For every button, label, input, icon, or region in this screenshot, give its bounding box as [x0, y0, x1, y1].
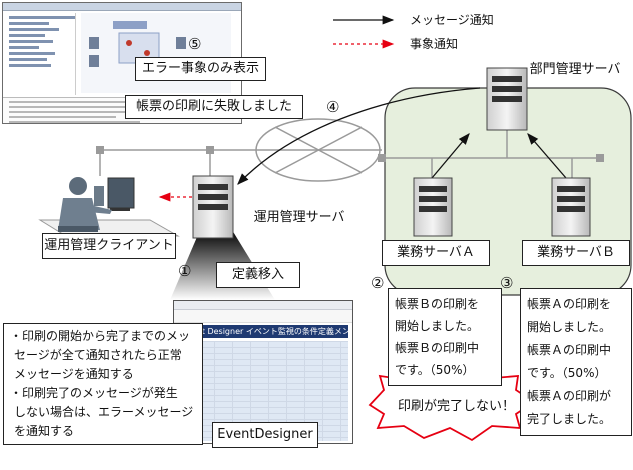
screenshot-titlebar — [3, 3, 241, 11]
step-4-number: ④ — [326, 98, 340, 116]
server-a-message-line: 帳票Ｂの印刷を — [395, 297, 480, 311]
event-designer-titlebar — [174, 301, 352, 310]
network-lines — [99, 130, 600, 178]
event-designer-header: Event Designer イベント監視の条件定義メンテナンス — [178, 325, 348, 338]
server-b-message-line: 帳票Ａの印刷中 — [527, 343, 612, 357]
client-label: 運用管理クライアント — [42, 233, 176, 259]
event-designer-window: Event Designer イベント監視の条件定義メンテナンス — [173, 300, 353, 444]
designer-note-line: メッセージを通知する — [14, 367, 134, 381]
arrow-a-to-dept — [431, 133, 470, 179]
event-designer-label-text: EventDesigner — [217, 427, 313, 442]
dept-server-label-text: 部門管理サーバ — [529, 62, 621, 77]
callout-print-failed: 帳票の印刷に失敗しました — [125, 95, 304, 119]
designer-note-line: ・印刷の開始から完了までのメッ — [10, 329, 191, 343]
callout-error-only-text: エラー事象のみ表示 — [142, 61, 260, 76]
server-b-message-line: 開始しました。 — [527, 320, 612, 334]
event-designer-ribbon — [174, 310, 352, 323]
callout-error-only: エラー事象のみ表示 — [135, 57, 267, 81]
event-designer-label: EventDesigner — [212, 422, 318, 448]
ops-server-label: 運用管理サーバ — [247, 206, 351, 230]
net-node — [378, 154, 386, 162]
net-node — [596, 154, 604, 162]
designer-note-line: しない場合は、エラーメッセージ — [14, 405, 194, 419]
server-a-message-line: です。（50%） — [395, 363, 475, 377]
server-a-label: 業務サーバＡ — [382, 240, 490, 266]
ops-server-label-text: 運用管理サーバ — [253, 210, 345, 225]
net-node — [96, 146, 104, 154]
definition-import-label-text: 定義移入 — [231, 267, 284, 282]
server-b-message-line: 完了しました。 — [527, 412, 612, 426]
server-b-messages: 帳票Ａの印刷を 開始しました。 帳票Ａの印刷中 です。（50%） 帳票Ａの印刷が… — [520, 288, 632, 436]
callout-print-failed-text: 帳票の印刷に失敗しました — [136, 99, 293, 114]
dept-server-label: 部門管理サーバ — [523, 58, 627, 82]
step-5-number: ⑤ — [188, 35, 202, 53]
server-b-label: 業務サーバＢ — [522, 240, 630, 266]
legend-event-text: 事象通知 — [410, 37, 459, 51]
server-ops-icon — [192, 175, 234, 239]
definition-import-label: 定義移入 — [216, 262, 300, 288]
event-designer-grid — [178, 341, 348, 441]
step-3-number: ③ — [500, 274, 514, 292]
server-b-message-line: 帳票Ａの印刷を — [527, 297, 612, 311]
server-dept-icon — [486, 67, 528, 131]
operator-person-icon — [38, 177, 180, 237]
wan-cloud — [255, 118, 381, 182]
designer-note-line: セージが全て通知されたら正常 — [14, 348, 182, 362]
server-a-label-text: 業務サーバＡ — [397, 245, 475, 260]
server-a-icon — [413, 177, 453, 237]
server-a-message-line: 開始しました。 — [395, 319, 480, 333]
server-a-messages: 帳票Ｂの印刷を 開始しました。 帳票Ｂの印刷中 です。（50%） — [388, 288, 502, 386]
server-a-message-line: 帳票Ｂの印刷中 — [395, 341, 480, 355]
screenshot-tree — [5, 13, 76, 95]
server-b-icon — [551, 177, 591, 237]
server-b-label-text: 業務サーバＢ — [537, 245, 615, 260]
net-node — [206, 146, 214, 154]
screenshot-map — [81, 13, 231, 93]
step-2-number: ② — [371, 274, 385, 292]
designer-note-line: ・印刷完了のメッセージが発生 — [10, 386, 178, 400]
designer-note-line: を通知する — [14, 424, 75, 438]
step-1-number: ① — [178, 262, 192, 280]
designer-note-box: ・印刷の開始から完了までのメッ セージが全て通知されたら正常 メッセージを通知す… — [3, 323, 203, 445]
server-b-message-line: です。（50%） — [527, 366, 607, 380]
client-label-text: 運用管理クライアント — [44, 238, 174, 253]
arrow-b-to-dept — [527, 133, 567, 179]
screenshot-map-graphic — [89, 21, 186, 69]
alert-text: 印刷が完了しない！ — [398, 399, 516, 414]
legend-message-text: メッセージ通知 — [410, 13, 494, 27]
arrow-dept-to-ops — [237, 87, 481, 185]
server-b-message-line: 帳票Ａの印刷が — [527, 389, 612, 403]
